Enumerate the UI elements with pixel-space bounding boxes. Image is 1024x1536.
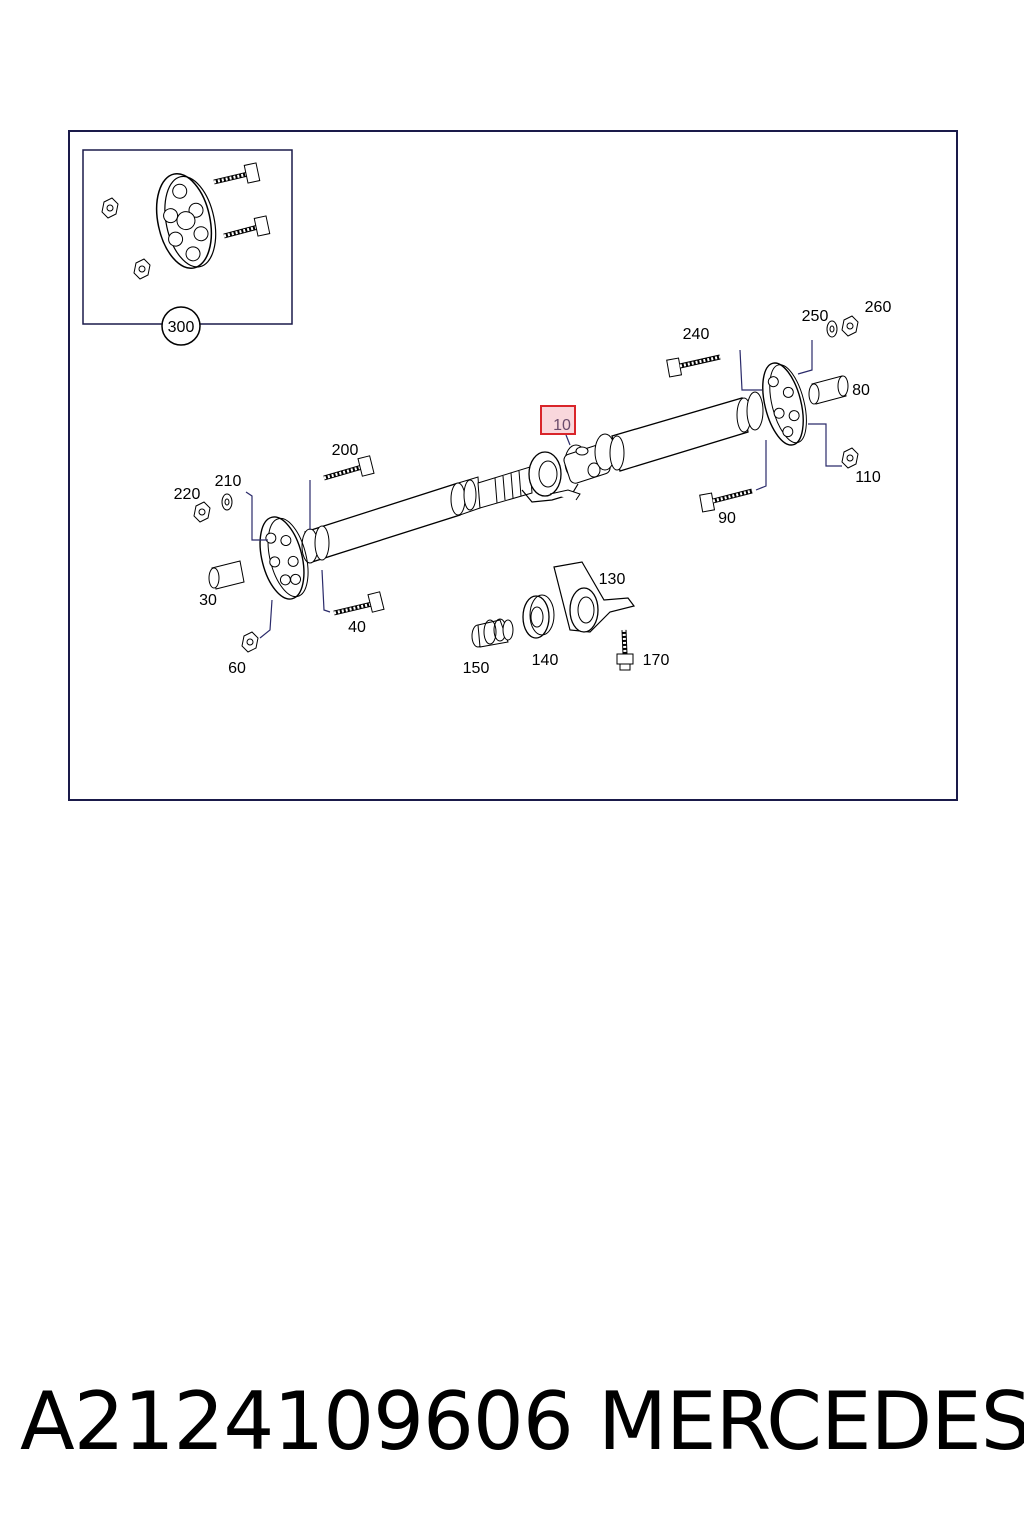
bolt-200-icon	[323, 455, 375, 481]
callout-240[interactable]: 240	[683, 326, 710, 343]
bolt-icon	[213, 162, 261, 185]
center-bearing-mount	[521, 451, 581, 503]
callout-300: 300	[168, 319, 195, 336]
diagram-frame	[68, 130, 958, 801]
nut-260-icon	[841, 315, 859, 337]
bolt-icon	[223, 215, 271, 239]
callout-140[interactable]: 140	[532, 652, 559, 669]
callout-60[interactable]: 60	[228, 660, 246, 677]
exploded-parts-diagram: 300	[68, 130, 958, 801]
part-number: A2124109606	[20, 1375, 574, 1468]
flex-disc-front-icon	[762, 362, 807, 446]
nut-60-icon	[241, 631, 259, 653]
callout-150[interactable]: 150	[463, 660, 490, 677]
centering-sleeve-80-icon	[808, 375, 849, 405]
callout-110[interactable]: 110	[855, 469, 881, 486]
screw-170-icon	[616, 629, 634, 671]
brand-name: MERCEDES	[598, 1375, 1024, 1468]
selected-callout-highlight	[540, 405, 576, 435]
callout-250[interactable]: 250	[802, 308, 829, 325]
callout-220[interactable]: 220	[174, 486, 201, 503]
bearing-ring-140-icon	[522, 594, 555, 639]
washer-250-icon	[826, 320, 838, 338]
bolt-240-icon	[666, 354, 721, 378]
propeller-shaft	[259, 362, 807, 600]
universal-joint	[563, 433, 616, 484]
nut-icon	[101, 197, 119, 219]
callout-200[interactable]: 200	[332, 442, 359, 459]
callout-30[interactable]: 30	[199, 592, 217, 609]
nut-icon	[133, 258, 151, 280]
centering-sleeve-30-icon	[208, 560, 245, 590]
nut-220-icon	[193, 501, 211, 523]
flex-disc-inset-icon	[155, 172, 217, 270]
callout-40[interactable]: 40	[348, 619, 366, 636]
callout-130[interactable]: 130	[599, 571, 626, 588]
bolt-90-icon	[699, 488, 753, 513]
inset-flex-disc-kit: 300	[82, 149, 293, 346]
center-bearing-130-icon	[553, 561, 636, 633]
callout-80[interactable]: 80	[852, 382, 870, 399]
callout-10[interactable]: 10	[553, 417, 571, 434]
bolt-40-icon	[333, 591, 385, 616]
callout-170[interactable]: 170	[643, 652, 670, 669]
washer-210-icon	[221, 493, 233, 511]
leader-lines	[245, 340, 842, 639]
callout-circle-300	[161, 306, 201, 346]
nut-110-icon	[841, 447, 859, 469]
dust-boot-150-icon	[471, 618, 514, 648]
callout-210[interactable]: 210	[215, 473, 242, 490]
callout-90[interactable]: 90	[718, 510, 736, 527]
flex-disc-rear-icon	[259, 516, 309, 600]
callout-260[interactable]: 260	[865, 299, 892, 316]
spline-section	[477, 466, 533, 509]
